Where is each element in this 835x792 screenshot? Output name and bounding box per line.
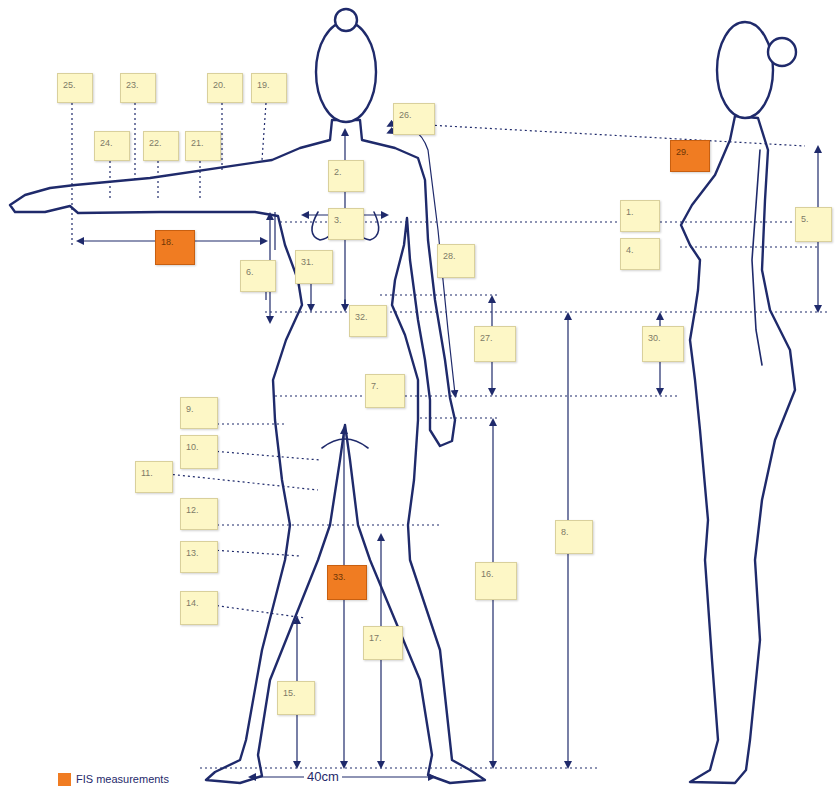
callout-box: 25.: [57, 73, 93, 103]
callout-box: 1.: [620, 200, 660, 232]
callout-box: 30.: [642, 326, 684, 362]
callout-number: 29.: [671, 141, 709, 158]
callout-number: 28.: [438, 245, 474, 262]
callout-box: 24.: [94, 131, 130, 161]
callout-box: 13.: [180, 541, 218, 573]
callout-box: 21.: [185, 131, 221, 161]
callout-box: 19.: [251, 73, 287, 103]
callout-box: 3.: [328, 208, 364, 240]
callout-box: 4.: [620, 238, 660, 270]
callout-number: 9.: [181, 398, 217, 415]
callout-number: 15.: [278, 682, 314, 699]
callout-number: 11.: [136, 462, 172, 479]
fis-callout-box: 33.: [327, 565, 367, 600]
callout-number: 33.: [328, 566, 366, 583]
callout-box: 26.: [393, 103, 435, 135]
callout-number: 7.: [366, 375, 404, 392]
callout-box: 12.: [180, 498, 218, 530]
callout-number: 17.: [364, 627, 402, 644]
legend-text: FIS measurements: [76, 773, 169, 785]
callout-box: 17.: [363, 626, 403, 660]
callout-number: 19.: [252, 74, 286, 91]
dimension-label: 40cm: [304, 769, 342, 784]
callout-number: 1.: [621, 201, 659, 218]
callout-number: 5.: [796, 208, 831, 225]
callout-box: 27.: [474, 326, 516, 362]
callout-number: 22.: [144, 132, 178, 149]
callout-box: 31.: [295, 250, 333, 284]
callout-box: 10.: [180, 435, 218, 469]
callout-box: 15.: [277, 681, 315, 715]
callout-box: 32.: [349, 305, 387, 337]
callout-number: 20.: [208, 74, 242, 91]
legend-swatch: [58, 773, 71, 786]
callout-number: 6.: [241, 261, 275, 278]
callout-number: 25.: [58, 74, 92, 91]
callout-number: 21.: [186, 132, 220, 149]
fis-callout-box: 18.: [155, 230, 195, 265]
callout-box: 7.: [365, 374, 405, 408]
callout-number: 26.: [394, 104, 434, 121]
callout-number: 18.: [156, 231, 194, 248]
callout-number: 23.: [121, 74, 155, 91]
callout-number: 16.: [476, 563, 516, 580]
callout-number: 8.: [556, 521, 592, 538]
callout-box: 2.: [328, 160, 364, 192]
fis-callout-box: 29.: [670, 140, 710, 172]
callout-number: 13.: [181, 542, 217, 559]
callout-box: 22.: [143, 131, 179, 161]
callout-number: 14.: [181, 592, 217, 609]
callout-box: 5.: [795, 207, 832, 242]
callout-number: 32.: [350, 306, 386, 323]
callout-number: 4.: [621, 239, 659, 256]
callout-number: 31.: [296, 251, 332, 268]
callout-number: 12.: [181, 499, 217, 516]
callout-box: 14.: [180, 591, 218, 625]
callout-box: 23.: [120, 73, 156, 103]
callout-number: 3.: [329, 209, 363, 226]
callout-box: 8.: [555, 520, 593, 554]
callout-box: 6.: [240, 260, 276, 292]
callout-box: 28.: [437, 244, 475, 278]
callout-box: 20.: [207, 73, 243, 103]
callout-box: 16.: [475, 562, 517, 600]
callout-box: 11.: [135, 461, 173, 493]
callout-number: 2.: [329, 161, 363, 178]
callout-number: 24.: [95, 132, 129, 149]
callout-box: 9.: [180, 397, 218, 429]
callout-number: 10.: [181, 436, 217, 453]
callout-number: 27.: [475, 327, 515, 344]
callout-number: 30.: [643, 327, 683, 344]
